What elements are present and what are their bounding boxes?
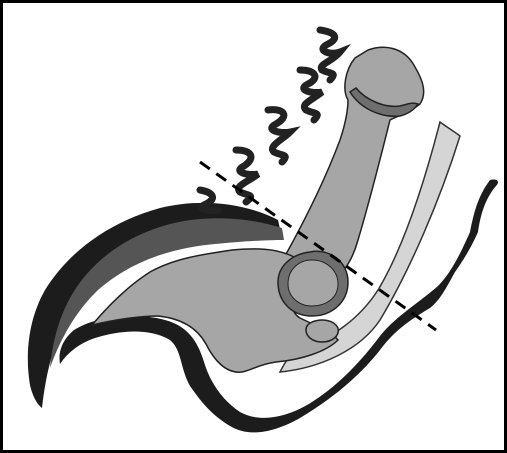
hair-strands (200, 30, 340, 211)
sesamoid-bone (306, 320, 338, 342)
joint-condyle (288, 260, 338, 306)
